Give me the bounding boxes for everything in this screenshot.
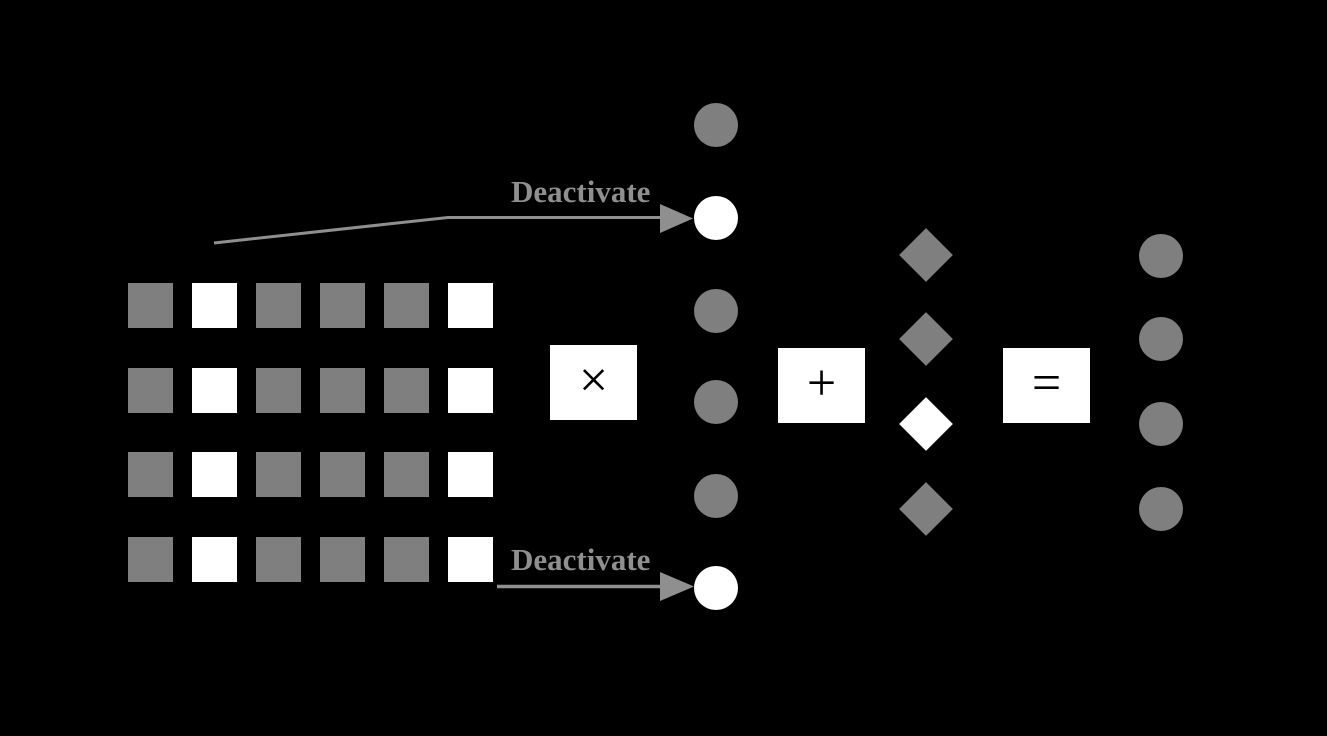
input-neuron-3 bbox=[694, 289, 738, 333]
plus-operator-box: + bbox=[778, 348, 865, 423]
output-neuron-3 bbox=[1139, 402, 1183, 446]
weight-cell-r1c6 bbox=[448, 283, 493, 328]
weight-cell-r3c4 bbox=[320, 452, 365, 497]
input-neuron-5 bbox=[694, 474, 738, 518]
bias-element-4 bbox=[899, 482, 953, 536]
weight-cell-r3c3 bbox=[256, 452, 301, 497]
weight-cell-r4c1 bbox=[128, 537, 173, 582]
deactivate-label-top: Deactivate bbox=[511, 174, 651, 209]
weight-cell-r4c4 bbox=[320, 537, 365, 582]
weight-cell-r1c2 bbox=[192, 283, 237, 328]
bias-element-1 bbox=[899, 228, 953, 282]
multiply-symbol: × bbox=[578, 351, 609, 409]
input-neuron-4 bbox=[694, 380, 738, 424]
weight-cell-r2c5 bbox=[384, 368, 429, 413]
weight-cell-r4c5 bbox=[384, 537, 429, 582]
weight-cell-r2c1 bbox=[128, 368, 173, 413]
input-neuron-2 bbox=[694, 196, 738, 240]
weight-cell-r1c1 bbox=[128, 283, 173, 328]
plus-symbol: + bbox=[806, 354, 837, 412]
input-neuron-6 bbox=[694, 566, 738, 610]
deactivate-leader-line-top bbox=[213, 216, 661, 245]
weight-cell-r4c6 bbox=[448, 537, 493, 582]
weight-cell-r1c5 bbox=[384, 283, 429, 328]
weight-cell-r4c3 bbox=[256, 537, 301, 582]
output-neuron-4 bbox=[1139, 487, 1183, 531]
weight-cell-r4c2 bbox=[192, 537, 237, 582]
weight-cell-r1c4 bbox=[320, 283, 365, 328]
bias-element-2 bbox=[899, 312, 953, 366]
equals-operator-box: = bbox=[1003, 348, 1090, 423]
bias-element-3 bbox=[899, 397, 953, 451]
weight-cell-r3c5 bbox=[384, 452, 429, 497]
weight-cell-r2c6 bbox=[448, 368, 493, 413]
weight-cell-r1c3 bbox=[256, 283, 301, 328]
weight-cell-r2c3 bbox=[256, 368, 301, 413]
weight-cell-r2c4 bbox=[320, 368, 365, 413]
weight-cell-r3c2 bbox=[192, 452, 237, 497]
multiply-operator-box: × bbox=[550, 345, 637, 420]
output-neuron-1 bbox=[1139, 234, 1183, 278]
output-neuron-2 bbox=[1139, 317, 1183, 361]
arrowhead-icon bbox=[660, 572, 694, 601]
weight-cell-r3c6 bbox=[448, 452, 493, 497]
weight-cell-r3c1 bbox=[128, 452, 173, 497]
deactivate-label-bottom: Deactivate bbox=[511, 542, 651, 577]
arrowhead-icon bbox=[660, 204, 693, 233]
input-neuron-1 bbox=[694, 103, 738, 147]
weight-cell-r2c2 bbox=[192, 368, 237, 413]
equals-symbol: = bbox=[1031, 354, 1062, 412]
